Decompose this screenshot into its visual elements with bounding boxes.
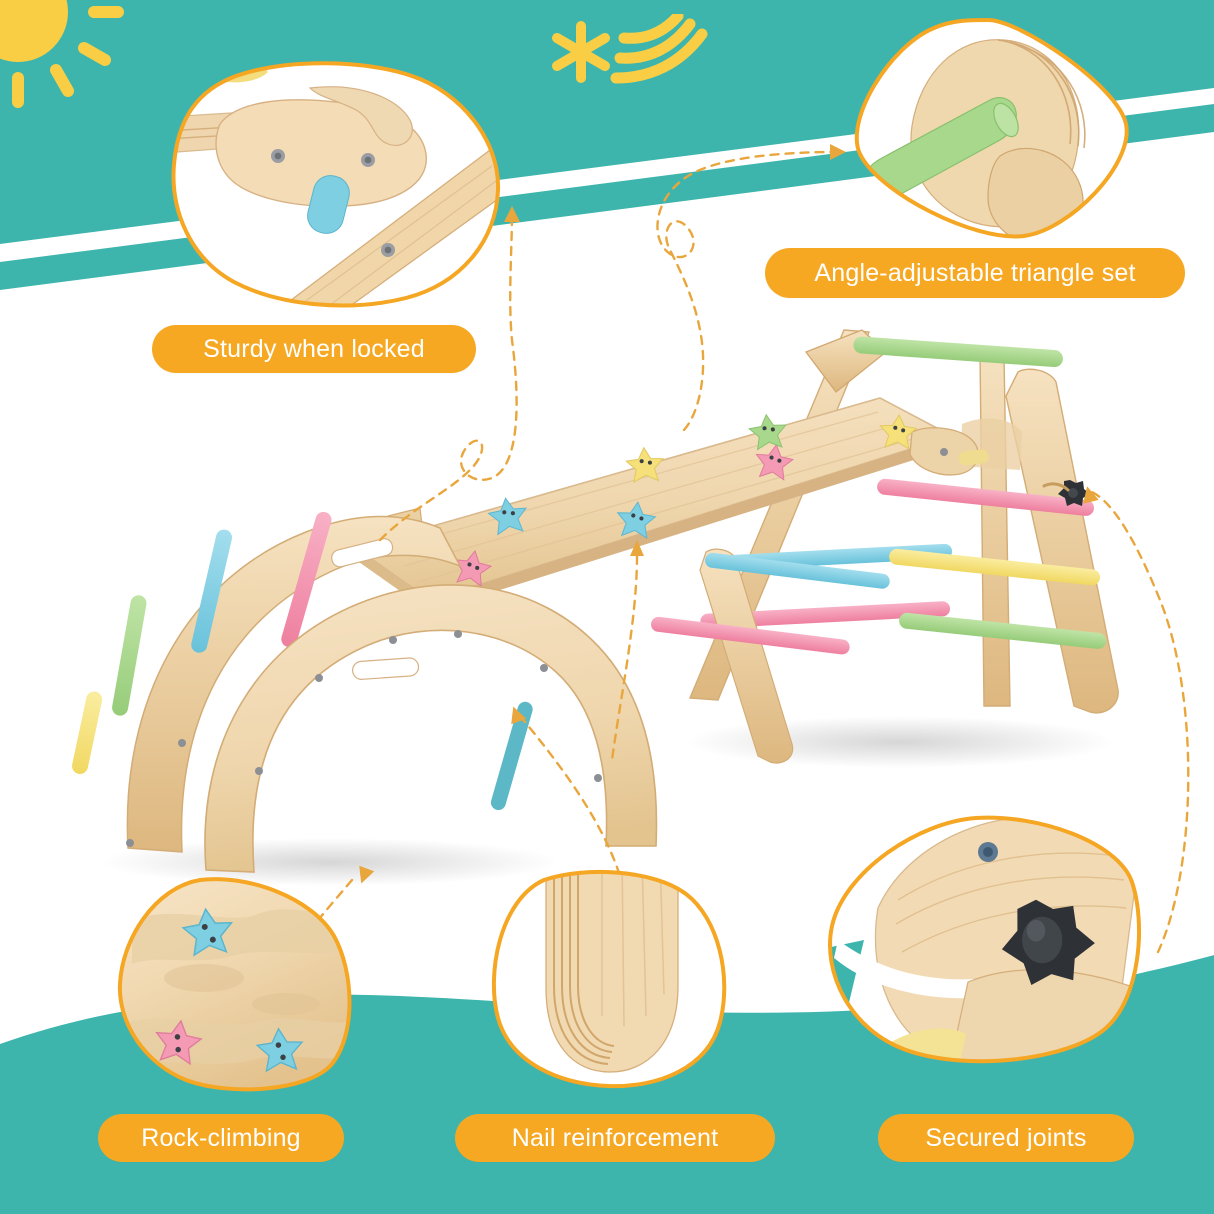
inset-outline	[117, 877, 352, 1092]
inset-rock-climbing[interactable]	[108, 874, 366, 1096]
rung-top-green	[853, 336, 1063, 368]
rung-front-green	[899, 612, 1107, 649]
screw	[540, 664, 548, 672]
arrowhead-ramp-star	[630, 540, 644, 556]
inset-wood-lip	[308, 86, 413, 146]
reversible-ramp-slide	[355, 397, 989, 612]
connector-arrowheads	[359, 144, 1099, 884]
inset-nail-reinforcement[interactable]	[482, 866, 734, 1094]
star-hold	[879, 413, 918, 450]
star-hold-blue-top	[181, 907, 234, 957]
connector-secured	[1090, 490, 1190, 954]
screw	[594, 774, 602, 782]
inset-sturdy-when-locked[interactable]	[160, 58, 512, 316]
star-hold-pink	[155, 1019, 203, 1066]
arch-rung-yellow	[72, 691, 103, 775]
knob-strap	[1042, 482, 1070, 492]
arch-rung-teal	[490, 701, 533, 811]
star-hold	[748, 413, 787, 451]
screw	[178, 739, 186, 747]
inset-blue-peg	[307, 175, 350, 234]
arch-rung-pink	[281, 511, 332, 648]
ramp-lock-peg	[958, 449, 989, 466]
triangle-leg-lower-left	[699, 548, 794, 764]
star-hold-blue-bottom	[255, 1027, 304, 1073]
inset-outline	[491, 869, 727, 1089]
star-hold	[625, 446, 665, 484]
inset-outline	[828, 815, 1142, 1064]
arrowhead-angle	[830, 144, 846, 160]
inset-angle-adjustable-triangle-set[interactable]	[838, 14, 1138, 244]
inset-outline	[171, 61, 501, 308]
inset-plywood-board	[545, 871, 679, 1073]
connector-ramp-star	[610, 554, 639, 762]
label-angle-adjustable-triangle-set[interactable]: Angle-adjustable triangle set	[765, 248, 1185, 298]
swoosh-lines-icon	[610, 14, 708, 84]
label-rock-climbing[interactable]: Rock-climbing	[98, 1114, 344, 1162]
arch-handle-slot-back	[331, 538, 394, 568]
arch-rung-green	[112, 595, 147, 716]
inset-secured-joints[interactable]	[818, 812, 1148, 1090]
star-hold	[755, 443, 795, 481]
star-hold	[453, 549, 493, 588]
ramp-underside	[430, 436, 952, 612]
inset-diagonal-board	[268, 149, 499, 306]
connector-nail	[518, 714, 622, 878]
arch-panel-front	[204, 584, 658, 873]
rung-lower-blue	[705, 552, 890, 589]
label-sturdy-when-locked[interactable]: Sturdy when locked	[152, 325, 476, 373]
screw	[315, 674, 323, 682]
arch-handle-slot-front	[352, 657, 420, 680]
arrowhead-rock	[359, 865, 375, 884]
sparkle-star-icon	[552, 21, 610, 83]
connector-angle	[656, 150, 836, 432]
screw	[255, 767, 263, 775]
screw	[389, 636, 397, 644]
shadow-triangle	[685, 716, 1115, 768]
label-nail-reinforcement[interactable]: Nail reinforcement	[455, 1114, 775, 1162]
rung-back-pink	[700, 601, 951, 629]
triangle-leg-right-panel	[1005, 368, 1119, 714]
inset-outline	[854, 17, 1129, 239]
screw	[454, 630, 462, 638]
label-secured-joints[interactable]: Secured joints	[878, 1114, 1134, 1162]
screw	[126, 839, 134, 847]
arrowhead-nail	[511, 706, 527, 725]
arrowhead-sturdy	[504, 206, 520, 222]
arrowhead-secured	[1083, 486, 1099, 504]
rung-front-pink	[877, 478, 1095, 516]
rung-lower-pink	[651, 616, 850, 655]
sun-icon	[0, 0, 124, 108]
inset-black-knob	[1001, 899, 1095, 985]
arch-rocker	[72, 511, 658, 873]
inset-lower-board	[947, 969, 1137, 1062]
connector-sturdy	[378, 212, 518, 542]
inset-dowel-end	[993, 102, 1019, 138]
star-hold	[616, 501, 657, 540]
arch-rung-blue	[191, 529, 232, 653]
rung-front-yellow	[889, 548, 1101, 586]
star-hold	[487, 497, 528, 536]
